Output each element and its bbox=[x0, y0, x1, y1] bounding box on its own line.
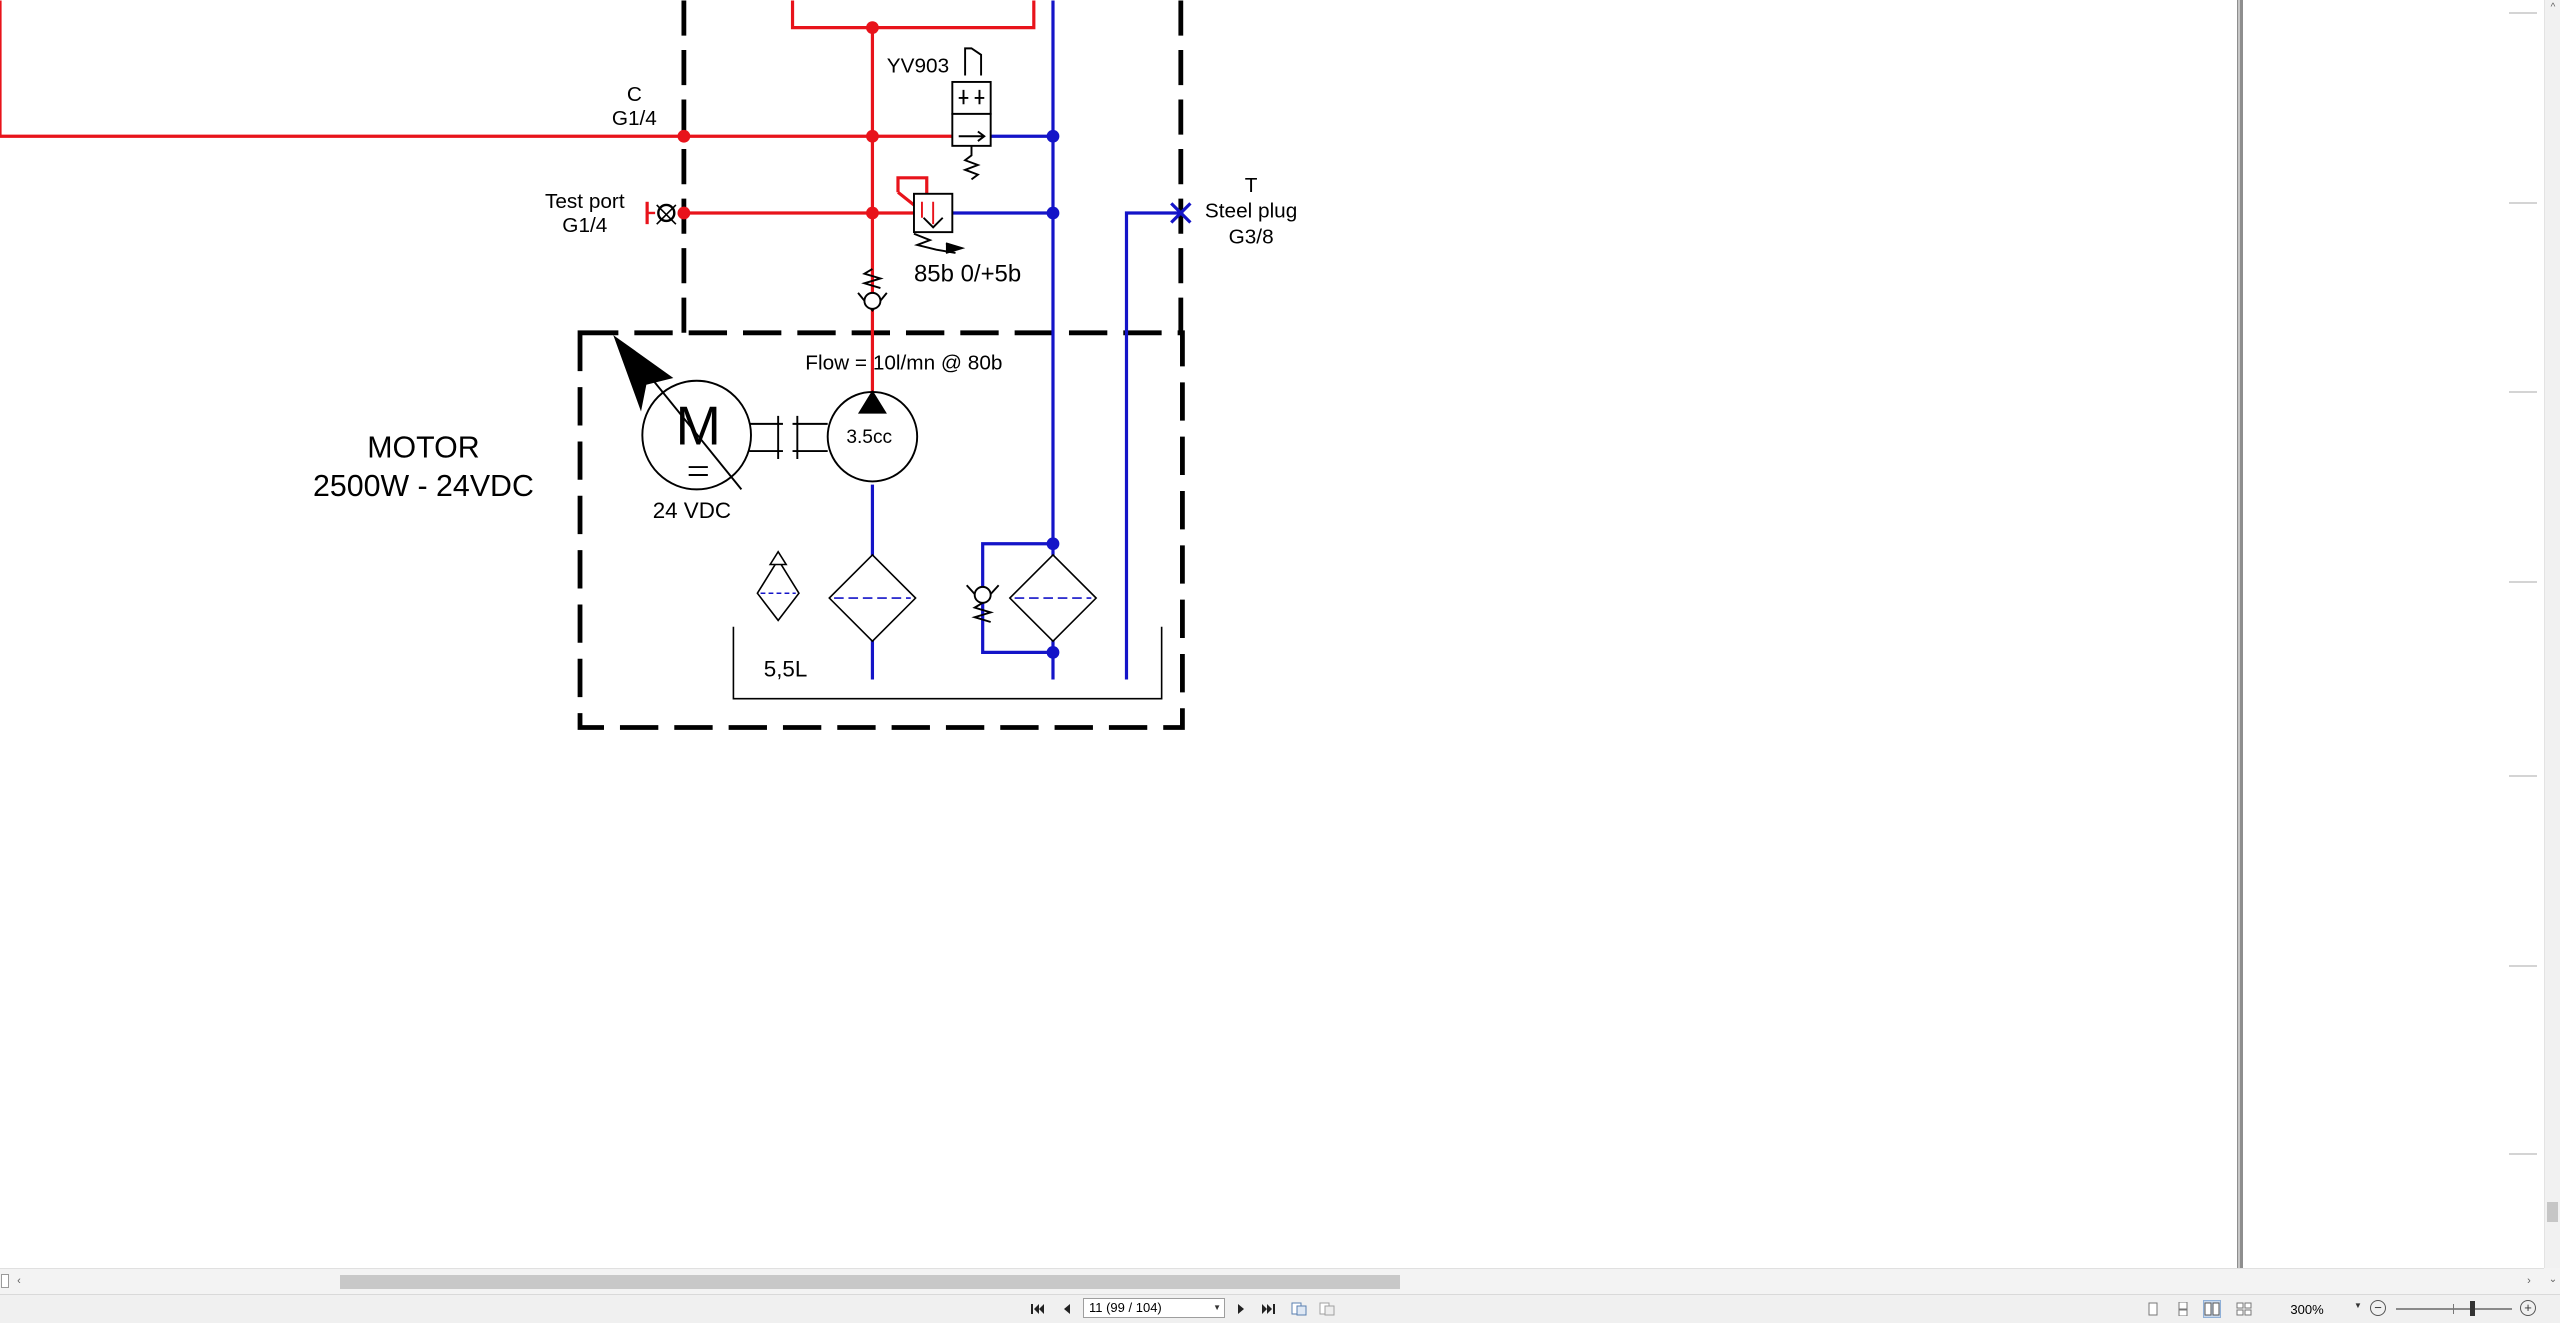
last-page-icon[interactable] bbox=[1259, 1301, 1277, 1317]
page-separator bbox=[2237, 0, 2243, 1268]
vertical-scrollbar[interactable]: ^ bbox=[2544, 0, 2560, 1268]
ruler-tick bbox=[2509, 391, 2537, 393]
zoom-in-icon[interactable]: + bbox=[2520, 1300, 2536, 1316]
motor-spec-label: 2500W - 24VDC bbox=[313, 470, 534, 503]
tank-volume-label: 5,5L bbox=[764, 656, 808, 681]
motor-title-label: MOTOR bbox=[367, 431, 479, 464]
tank-port-label: T bbox=[1245, 174, 1258, 197]
chevron-down-icon: ▼ bbox=[1213, 1303, 1221, 1312]
book-view-icon[interactable] bbox=[2235, 1300, 2253, 1318]
breather-icon bbox=[756, 550, 800, 622]
zoom-slider-center-mark bbox=[2453, 1304, 2454, 1314]
hydraulic-schematic: C G1/4 YV903 Test port G1/4 T Steel plug… bbox=[0, 0, 1297, 730]
relief-valve-icon bbox=[913, 192, 966, 254]
pump-icon bbox=[826, 390, 919, 483]
c-port-label: C bbox=[627, 83, 642, 106]
vertical-scroll-thumb[interactable] bbox=[2547, 1202, 2558, 1222]
zoom-slider-thumb[interactable] bbox=[2470, 1301, 2475, 1316]
steel-plug-thread-label: G3/8 bbox=[1229, 225, 1274, 248]
ruler-tick bbox=[2509, 202, 2537, 204]
check-valve-icon bbox=[857, 268, 888, 312]
scroll-down-icon[interactable]: ⌄ bbox=[2548, 1274, 2558, 1285]
test-port-label: Test port bbox=[545, 190, 625, 213]
page-corner-icon bbox=[1, 1274, 9, 1288]
test-port-thread-label: G1/4 bbox=[562, 214, 607, 237]
bypass-check-valve-icon bbox=[965, 584, 1000, 623]
page-select-dropdown[interactable]: 11 (99 / 104) ▼ bbox=[1083, 1298, 1225, 1318]
motor-voltage-label: 24 VDC bbox=[653, 498, 731, 523]
ruler-tick bbox=[2509, 581, 2537, 583]
scrollbar-corner: ⌄ bbox=[2544, 1268, 2560, 1294]
ruler-tick bbox=[2509, 775, 2537, 777]
flow-label: Flow = 10l/mn @ 80b bbox=[805, 352, 1002, 375]
motor-letter-label: M bbox=[676, 396, 721, 457]
document-viewport[interactable]: C G1/4 YV903 Test port G1/4 T Steel plug… bbox=[0, 0, 2237, 1268]
remove-page-icon[interactable] bbox=[1318, 1301, 1336, 1317]
c-port-thread-label: G1/4 bbox=[612, 107, 657, 130]
ruler-tick bbox=[2509, 12, 2537, 14]
scroll-right-icon[interactable]: › bbox=[2527, 1275, 2531, 1287]
continuous-view-icon[interactable] bbox=[2174, 1300, 2192, 1318]
test-port-icon bbox=[645, 201, 677, 225]
horizontal-scroll-thumb[interactable] bbox=[340, 1275, 1400, 1289]
status-bar: 11 (99 / 104) ▼ 300% ▼ − + bbox=[0, 1294, 2560, 1323]
suction-filter-icon bbox=[828, 553, 917, 643]
relief-setting-label: 85b 0/+5b bbox=[914, 261, 1021, 288]
ruler-tick bbox=[2509, 965, 2537, 967]
zoom-level[interactable]: 300% bbox=[2290, 1302, 2324, 1317]
coupling-icon bbox=[749, 415, 828, 460]
zoom-dropdown-icon[interactable]: ▼ bbox=[2354, 1301, 2362, 1310]
insert-page-icon[interactable] bbox=[1290, 1301, 1308, 1317]
steel-plug-icon bbox=[1170, 202, 1192, 224]
page-margin bbox=[2243, 0, 2544, 1268]
scroll-up-icon[interactable]: ^ bbox=[2550, 2, 2556, 13]
motor-icon bbox=[613, 335, 752, 491]
previous-page-icon[interactable] bbox=[1058, 1301, 1076, 1317]
pump-displacement-label: 3.5cc bbox=[846, 427, 892, 448]
ruler-tick bbox=[2509, 1153, 2537, 1155]
zoom-out-icon[interactable]: − bbox=[2370, 1300, 2386, 1316]
steel-plug-label: Steel plug bbox=[1205, 200, 1297, 223]
scroll-left-icon[interactable]: ‹ bbox=[17, 1275, 21, 1287]
valve-id-label: YV903 bbox=[887, 54, 949, 77]
single-page-view-icon[interactable] bbox=[2144, 1300, 2162, 1318]
horizontal-scrollbar[interactable]: ‹ › bbox=[0, 1268, 2544, 1294]
next-page-icon[interactable] bbox=[1232, 1301, 1250, 1317]
zoom-slider[interactable] bbox=[2396, 1308, 2512, 1310]
page-select-value: 11 (99 / 104) bbox=[1089, 1300, 1162, 1315]
solenoid-valve-icon bbox=[951, 47, 992, 181]
first-page-icon[interactable] bbox=[1029, 1301, 1047, 1317]
return-filter-icon bbox=[1008, 553, 1098, 643]
facing-pages-view-icon[interactable] bbox=[2203, 1300, 2221, 1318]
